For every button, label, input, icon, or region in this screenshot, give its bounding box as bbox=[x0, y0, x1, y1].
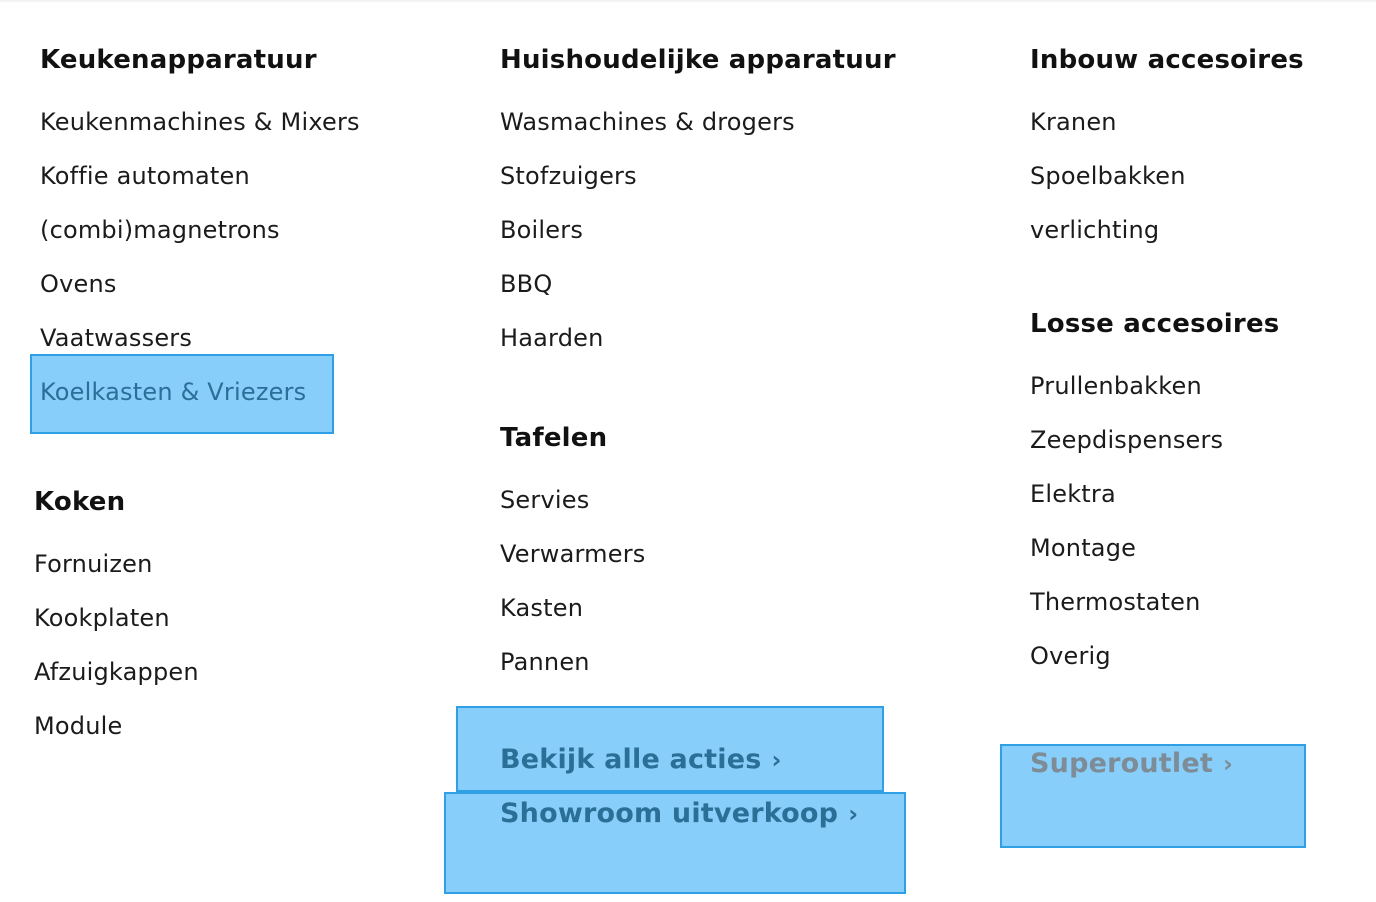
showroom-uitverkoop-label: Showroom uitverkoop bbox=[500, 798, 839, 829]
menu-item-afzuigkappen[interactable]: Afzuigkappen bbox=[34, 658, 199, 686]
menu-item-thermostaten[interactable]: Thermostaten bbox=[1030, 588, 1201, 616]
heading-inbouw-accesoires: Inbouw accesoires bbox=[1030, 45, 1304, 75]
menu-item-kasten[interactable]: Kasten bbox=[500, 594, 584, 622]
heading-losse-accesoires: Losse accesoires bbox=[1030, 309, 1280, 339]
heading-tafelen: Tafelen bbox=[500, 423, 608, 453]
chevron-right-icon: › bbox=[771, 746, 782, 774]
menu-item-module[interactable]: Module bbox=[34, 712, 123, 740]
menu-item-koffie-automaten[interactable]: Koffie automaten bbox=[40, 162, 250, 190]
menu-item-servies[interactable]: Servies bbox=[500, 486, 590, 514]
menu-item-fornuizen[interactable]: Fornuizen bbox=[34, 550, 153, 578]
highlight-showroom bbox=[444, 792, 906, 894]
menu-item-ovens[interactable]: Ovens bbox=[40, 270, 117, 298]
menu-item-pannen[interactable]: Pannen bbox=[500, 648, 590, 676]
highlight-superoutlet bbox=[1000, 744, 1306, 848]
top-divider bbox=[0, 0, 1376, 3]
menu-item-verlichting[interactable]: verlichting bbox=[1030, 216, 1160, 244]
menu-item-spoelbakken[interactable]: Spoelbakken bbox=[1030, 162, 1186, 190]
bekijk-alle-acties-label: Bekijk alle acties bbox=[500, 744, 762, 775]
heading-huishoudelijke-apparatuur: Huishoudelijke apparatuur bbox=[500, 45, 896, 75]
chevron-right-icon: › bbox=[848, 800, 859, 828]
menu-item-wasmachines[interactable]: Wasmachines & drogers bbox=[500, 108, 795, 136]
menu-item-zeepdispensers[interactable]: Zeepdispensers bbox=[1030, 426, 1224, 454]
bekijk-alle-acties-link[interactable]: Bekijk alle acties › bbox=[500, 743, 782, 777]
menu-item-kookplaten[interactable]: Kookplaten bbox=[34, 604, 170, 632]
menu-item-kranen[interactable]: Kranen bbox=[1030, 108, 1117, 136]
superoutlet-link[interactable]: Superoutlet › bbox=[1030, 747, 1233, 781]
menu-item-prullenbakken[interactable]: Prullenbakken bbox=[1030, 372, 1202, 400]
menu-item-keukenmachines[interactable]: Keukenmachines & Mixers bbox=[40, 108, 360, 136]
menu-item-vaatwassers[interactable]: Vaatwassers bbox=[40, 324, 193, 352]
menu-item-bbq[interactable]: BBQ bbox=[500, 270, 553, 298]
menu-item-koelkasten[interactable]: Koelkasten & Vriezers bbox=[40, 378, 307, 406]
highlight-koelkasten bbox=[30, 354, 334, 434]
menu-item-boilers[interactable]: Boilers bbox=[500, 216, 584, 244]
menu-item-magnetrons[interactable]: (combi)magnetrons bbox=[40, 216, 280, 244]
chevron-right-icon: › bbox=[1222, 750, 1234, 778]
menu-item-overig[interactable]: Overig bbox=[1030, 642, 1111, 670]
showroom-uitverkoop-link[interactable]: Showroom uitverkoop › bbox=[500, 797, 858, 831]
heading-keukenapparatuur: Keukenapparatuur bbox=[40, 45, 317, 75]
menu-item-montage[interactable]: Montage bbox=[1030, 534, 1137, 562]
heading-koken: Koken bbox=[34, 487, 126, 517]
highlight-acties bbox=[456, 706, 884, 792]
menu-item-elektra[interactable]: Elektra bbox=[1030, 480, 1116, 508]
superoutlet-label: Superoutlet bbox=[1030, 748, 1213, 779]
menu-item-haarden[interactable]: Haarden bbox=[500, 324, 604, 352]
menu-item-stofzuigers[interactable]: Stofzuigers bbox=[500, 162, 637, 190]
menu-item-verwarmers[interactable]: Verwarmers bbox=[500, 540, 646, 568]
